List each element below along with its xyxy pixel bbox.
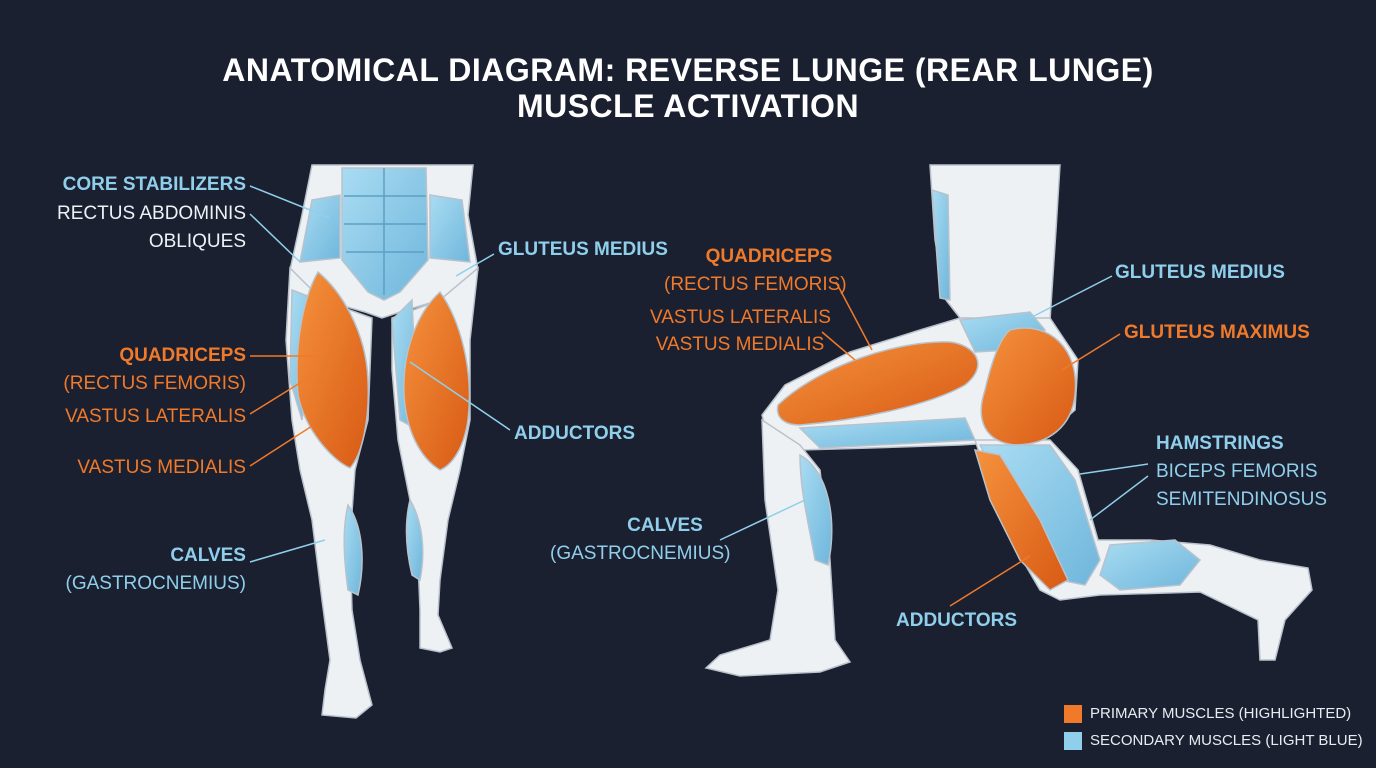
front-calf-right <box>405 498 424 582</box>
line-add-front <box>409 361 511 431</box>
legend-secondary: SECONDARY MUSCLES (LIGHT BLUE) <box>1064 732 1363 751</box>
label-vastus-medialis-front: VASTUS MEDIALIS <box>77 457 246 478</box>
side-thigh-band <box>798 417 977 449</box>
label-quadriceps-side: QUADRICEPS <box>705 246 833 267</box>
label-adductors-front: ADDUCTORS <box>514 423 636 444</box>
legend-primary-label: PRIMARY MUSCLES (HIGHLIGHTED) <box>1090 705 1352 722</box>
legend-secondary-swatch <box>1064 732 1082 751</box>
label-calves-side: CALVES <box>627 515 703 536</box>
side-quad <box>776 341 979 426</box>
line-gmed-front <box>455 253 495 277</box>
label-vastus-lateralis-front: VASTUS LATERALIS <box>65 406 246 427</box>
label-core-stabilizers: CORE STABILIZERS <box>62 174 246 195</box>
front-oblique-right <box>429 194 471 263</box>
line-calf-side <box>719 499 806 541</box>
side-abs <box>931 188 951 301</box>
front-calf-left <box>343 503 363 597</box>
side-figure <box>704 164 1313 677</box>
label-rectus-femoris-front: (RECTUS FEMORIS) <box>63 373 246 394</box>
line-gmax-side <box>1061 333 1121 371</box>
label-hamstrings-side: HAMSTRINGS <box>1156 433 1284 454</box>
front-figure <box>285 164 479 719</box>
side-rear-calf <box>1099 539 1202 591</box>
legend-primary-swatch <box>1064 705 1082 724</box>
label-gluteus-medius-front: GLUTEUS MEDIUS <box>498 239 668 260</box>
title-line-1: ANATOMICAL DIAGRAM: REVERSE LUNGE (REAR … <box>222 52 1154 88</box>
side-front-calf <box>799 453 833 567</box>
line-vmed-front <box>249 425 313 467</box>
line-ham-side <box>1079 463 1149 475</box>
label-rectus-femoris-side: (RECTUS FEMORIS) <box>664 274 847 295</box>
side-adductors <box>973 449 1069 591</box>
line-ham2-side <box>1089 475 1149 521</box>
label-gastrocnemius-side: (GASTROCNEMIUS) <box>550 543 731 564</box>
legend-primary: PRIMARY MUSCLES (HIGHLIGHTED) <box>1064 705 1352 724</box>
line-gmed-side <box>1029 275 1113 319</box>
line-vlat-front <box>249 377 309 415</box>
label-obliques: OBLIQUES <box>148 231 246 252</box>
line-rectus <box>249 213 301 263</box>
leader-lines <box>249 185 1149 607</box>
line-calf-front <box>249 539 326 563</box>
label-gluteus-medius-side: GLUTEUS MEDIUS <box>1115 262 1285 283</box>
label-rectus-abdominis: RECTUS ABDOMINIS <box>57 203 246 224</box>
legend-secondary-label: SECONDARY MUSCLES (LIGHT BLUE) <box>1090 732 1363 749</box>
line-quad-side <box>835 281 873 351</box>
line-vast-side <box>821 331 856 361</box>
label-gluteus-maximus-side: GLUTEUS MAXIMUS <box>1124 322 1310 343</box>
front-oblique-left <box>299 194 341 263</box>
label-calves-front: CALVES <box>170 545 246 566</box>
label-vastus-lateralis-side: VASTUS LATERALIS <box>650 307 831 328</box>
label-vastus-medialis-side: VASTUS MEDIALIS <box>655 334 825 355</box>
label-gastrocnemius-front: (GASTROCNEMIUS) <box>65 573 247 594</box>
line-core <box>249 185 331 219</box>
line-add-side <box>949 555 1031 607</box>
label-quadriceps-front: QUADRICEPS <box>119 345 246 366</box>
label-semitendinosus-side: SEMITENDINOSUS <box>1156 489 1328 510</box>
front-abs <box>341 167 429 301</box>
front-quad-left <box>296 270 370 469</box>
label-biceps-femoris-side: BICEPS FEMORIS <box>1156 461 1318 482</box>
label-adductors-side: ADDUCTORS <box>896 610 1018 631</box>
title-line-2: MUSCLE ACTIVATION <box>516 88 860 124</box>
